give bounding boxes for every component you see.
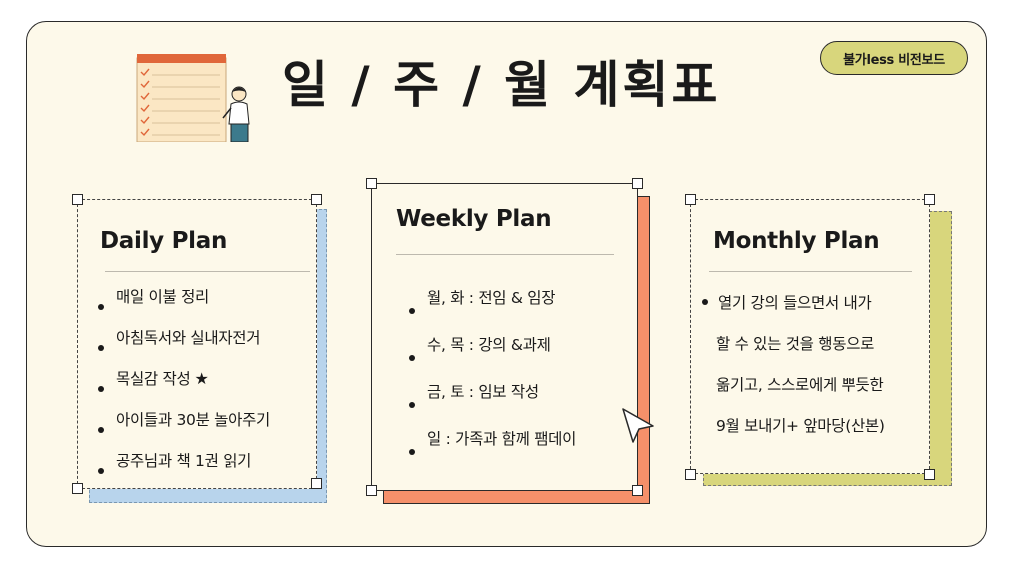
list-item: 목실감 작성★ xyxy=(98,368,270,409)
resize-handle[interactable] xyxy=(632,485,643,496)
resize-handle[interactable] xyxy=(924,194,935,205)
resize-handle[interactable] xyxy=(311,478,322,489)
daily-list: 매일 이불 정리 아침독서와 실내자전거 목실감 작성★ 아이들과 30분 놀아… xyxy=(98,286,270,491)
resize-handle[interactable] xyxy=(632,178,643,189)
brand-badge: 불가less 비전보드 xyxy=(820,41,968,75)
checklist-person-icon xyxy=(136,54,250,142)
monthly-line: 9월 보내기+ 앞마당(산본) xyxy=(716,417,885,435)
bullet xyxy=(702,299,708,305)
list-item: 수, 목 : 강의 &과제 xyxy=(409,334,576,381)
resize-handle[interactable] xyxy=(924,469,935,480)
weekly-title: Weekly Plan xyxy=(396,206,552,232)
weekly-list: 월, 화 : 전임 & 임장 수, 목 : 강의 &과제 금, 토 : 임보 작… xyxy=(409,287,576,475)
list-item: 매일 이불 정리 xyxy=(98,286,270,327)
divider xyxy=(396,254,614,255)
monthly-line: 할 수 있는 것을 행동으로 xyxy=(716,335,875,353)
resize-handle[interactable] xyxy=(366,485,377,496)
resize-handle[interactable] xyxy=(366,178,377,189)
monthly-line: 열기 강의 들으면서 내가 xyxy=(718,294,872,312)
monthly-card[interactable] xyxy=(690,199,930,474)
star-icon: ★ xyxy=(194,369,209,388)
pointer-cursor-icon xyxy=(622,408,654,443)
list-item: 월, 화 : 전임 & 임장 xyxy=(409,287,576,334)
resize-handle[interactable] xyxy=(685,194,696,205)
monthly-goal: 열기 강의 들으면서 내가 할 수 있는 것을 행동으로 옮기고, 스스로에게 … xyxy=(702,283,922,447)
list-item: 아침독서와 실내자전거 xyxy=(98,327,270,368)
monthly-title: Monthly Plan xyxy=(713,228,880,254)
list-item: 아이들과 30분 놀아주기 xyxy=(98,409,270,450)
monthly-line: 옮기고, 스스로에게 뿌듯한 xyxy=(716,376,884,394)
list-item: 금, 토 : 임보 작성 xyxy=(409,381,576,428)
divider xyxy=(709,271,912,272)
daily-card[interactable] xyxy=(77,199,317,489)
list-item: 일 : 가족과 함께 팸데이 xyxy=(409,428,576,475)
page-title: 일 / 주 / 월 계획표 xyxy=(282,56,721,114)
divider xyxy=(105,271,310,272)
resize-handle[interactable] xyxy=(685,469,696,480)
list-item: 공주님과 책 1권 읽기 xyxy=(98,450,270,491)
resize-handle[interactable] xyxy=(72,194,83,205)
weekly-card[interactable] xyxy=(371,183,638,491)
resize-handle[interactable] xyxy=(311,194,322,205)
daily-title: Daily Plan xyxy=(100,228,228,254)
resize-handle[interactable] xyxy=(72,483,83,494)
